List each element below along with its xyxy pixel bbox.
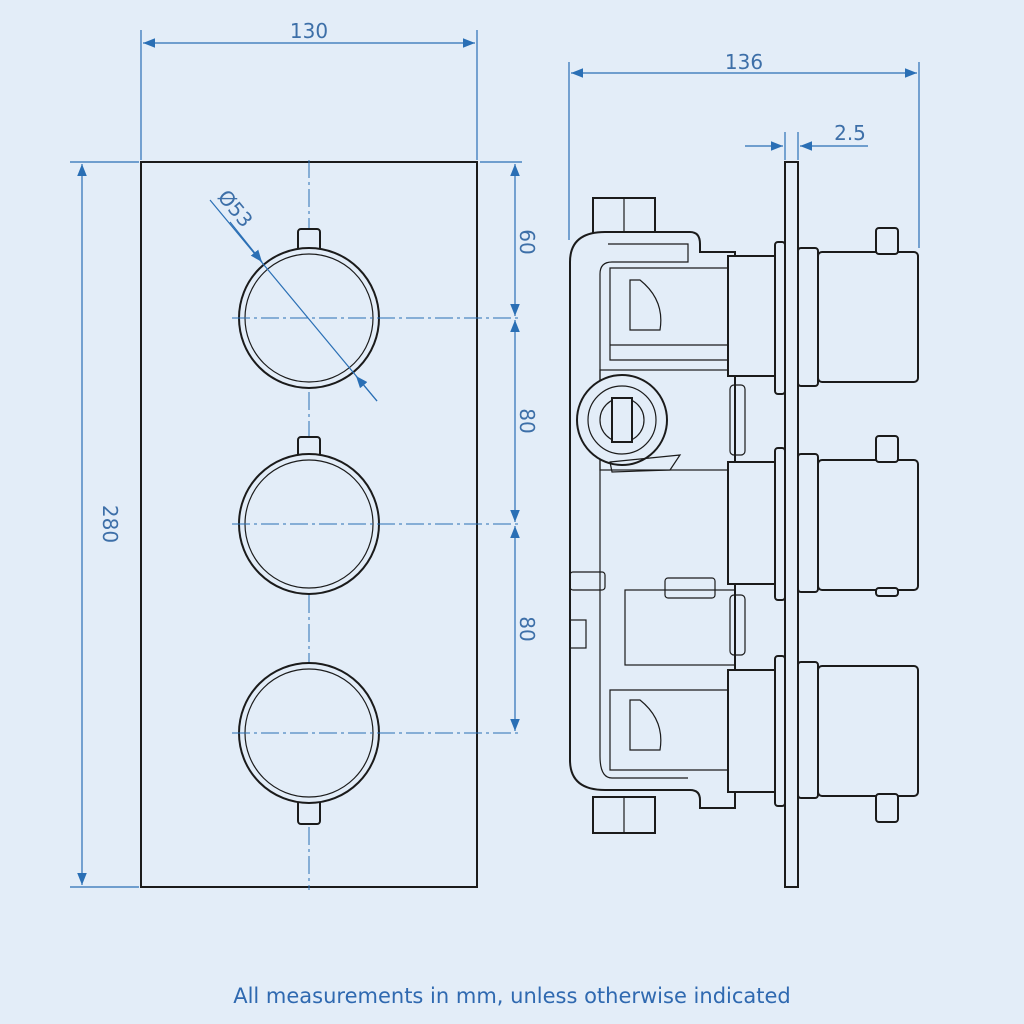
diameter-leader xyxy=(209,199,378,402)
measurement-note: All measurements in mm, unless otherwise… xyxy=(233,984,791,1008)
knob-side-middle xyxy=(817,459,919,591)
knob-side-bottom xyxy=(817,665,919,797)
dim-top-to-first: 60 xyxy=(515,229,539,254)
dim-plate-thickness: 2.5 xyxy=(834,121,866,145)
dim-depth: 136 xyxy=(725,50,763,74)
side-dimensions: 136 2.5 xyxy=(568,50,920,248)
dim-knob-diameter: Ø53 xyxy=(213,185,258,232)
dim-plate-width: 130 xyxy=(290,19,328,43)
front-view xyxy=(140,160,520,890)
dim-spacing-2: 80 xyxy=(515,616,539,641)
side-view xyxy=(569,161,919,888)
dim-spacing-1: 80 xyxy=(515,408,539,433)
front-dimensions: 130 280 60 80 80 Ø53 xyxy=(70,19,539,888)
bottom-knob xyxy=(238,662,380,825)
faceplate-side xyxy=(784,161,799,888)
knob-side-top xyxy=(817,251,919,383)
dim-plate-height: 280 xyxy=(98,505,122,543)
top-knob xyxy=(238,228,380,389)
middle-knob xyxy=(238,436,380,595)
